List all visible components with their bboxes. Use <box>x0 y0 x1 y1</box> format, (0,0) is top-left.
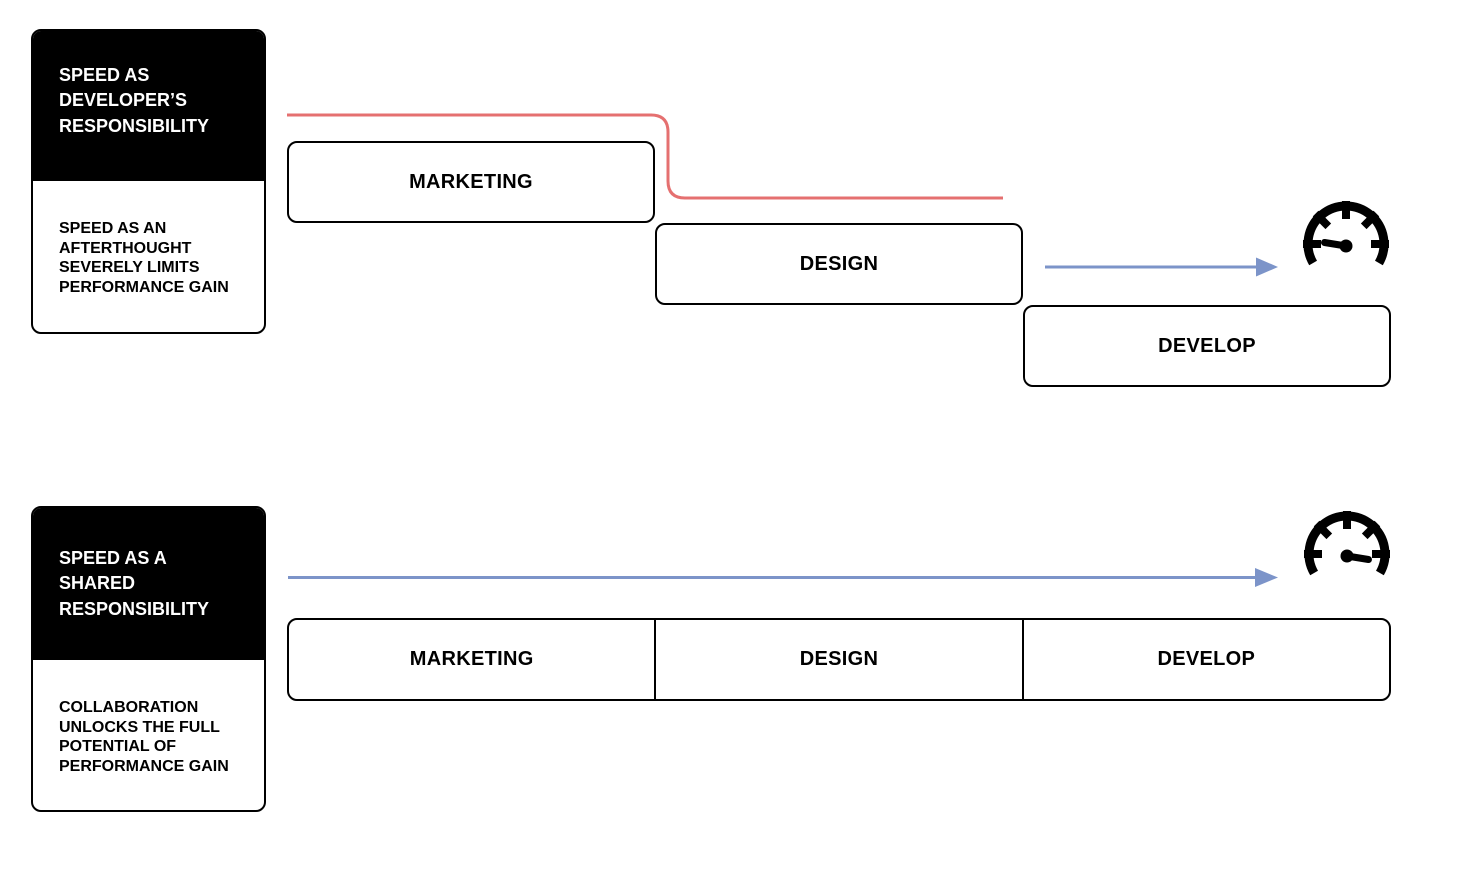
phase-cell-develop: DEVELOP <box>1021 620 1389 699</box>
speedometer-high-icon <box>1304 511 1390 576</box>
phase-label: DEVELOP <box>1158 334 1256 357</box>
phase-label: MARKETING <box>409 170 533 193</box>
card-title: SPEED AS A SHARED RESPONSIBILITY <box>33 508 264 660</box>
phase-box-design: DESIGN <box>655 223 1023 305</box>
info-card-shared-responsibility: SPEED AS A SHARED RESPONSIBILITY COLLABO… <box>31 506 266 812</box>
phase-box-marketing: MARKETING <box>287 141 655 223</box>
card-description: COLLABORATION UNLOCKS THE FULL POTENTIAL… <box>59 699 229 775</box>
phase-label: DESIGN <box>799 252 879 275</box>
card-title: SPEED AS DEVELOPER’S RESPONSIBILITY <box>33 31 264 181</box>
speedometer-low-icon <box>1303 201 1389 266</box>
phase-label: MARKETING <box>409 648 534 670</box>
phase-label: DESIGN <box>799 648 879 670</box>
phase-cell-design: DESIGN <box>654 620 1021 699</box>
card-description: SPEED AS AN AFTERTHOUGHT SEVERELY LIMITS… <box>59 220 229 296</box>
phase-strip: MARKETING DESIGN DEVELOP <box>287 618 1391 701</box>
top-speed-arrow-head <box>1256 257 1278 277</box>
phase-box-develop: DEVELOP <box>1023 305 1391 387</box>
info-card-developer-responsibility: SPEED AS DEVELOPER’S RESPONSIBILITY SPEE… <box>31 29 266 334</box>
bottom-speed-arrow-head <box>1255 568 1278 587</box>
phase-label: DEVELOP <box>1157 648 1256 670</box>
phase-cell-marketing: MARKETING <box>289 620 654 699</box>
